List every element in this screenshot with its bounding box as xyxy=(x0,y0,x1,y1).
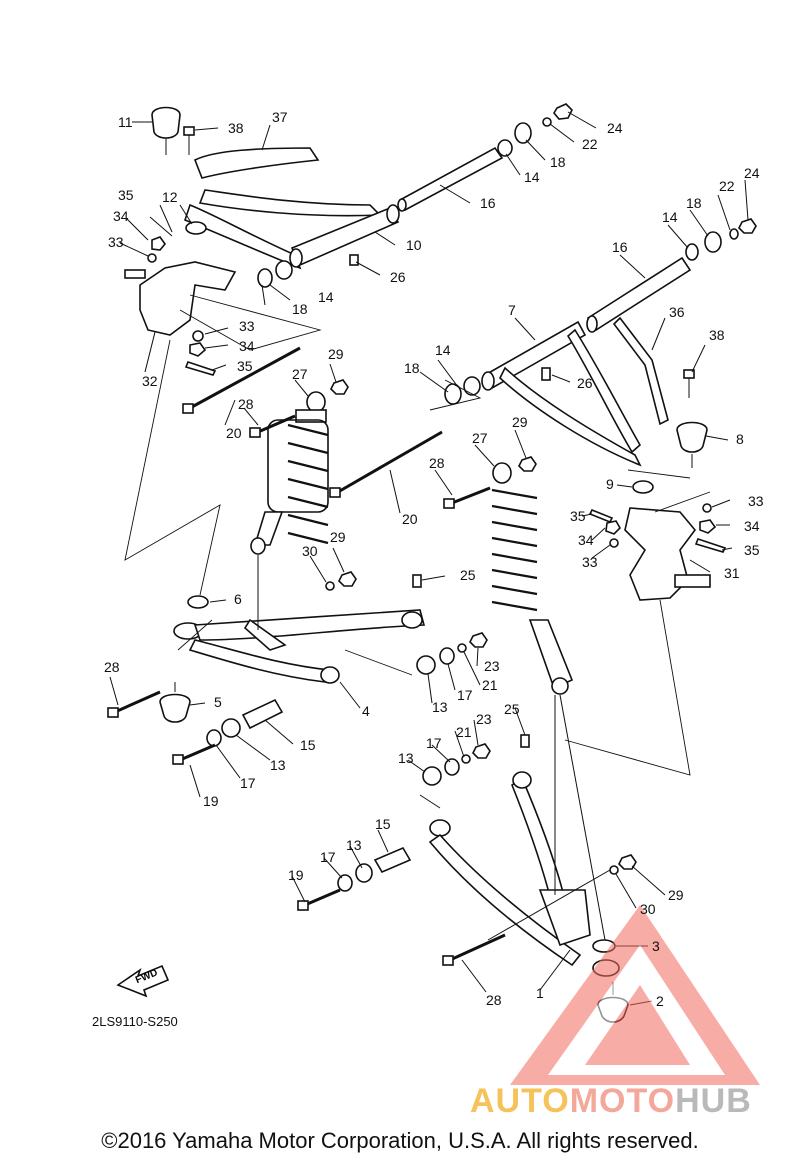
callout-23: 23 xyxy=(476,711,492,727)
callout-2: 2 xyxy=(656,993,664,1009)
fwd-arrow: FWD xyxy=(116,964,170,998)
callout-14: 14 xyxy=(662,209,678,225)
callout-28: 28 xyxy=(104,659,120,675)
callout-32: 32 xyxy=(142,373,158,389)
callout-18: 18 xyxy=(292,301,308,317)
callout-26: 26 xyxy=(390,269,406,285)
callout-34: 34 xyxy=(578,532,594,548)
watermark-moto: MOTO xyxy=(569,1082,676,1120)
callout-18: 18 xyxy=(404,360,420,376)
callout-7: 7 xyxy=(508,302,516,318)
callout-17: 17 xyxy=(457,687,473,703)
callout-24: 24 xyxy=(744,165,760,181)
callout-18: 18 xyxy=(686,195,702,211)
callout-20: 20 xyxy=(226,425,242,441)
callout-36: 36 xyxy=(669,304,685,320)
callout-34: 34 xyxy=(113,208,129,224)
callout-35: 35 xyxy=(744,542,760,558)
callout-35: 35 xyxy=(237,358,253,374)
copyright-notice: ©2016 Yamaha Motor Corporation, U.S.A. A… xyxy=(101,1128,699,1153)
long-bolts xyxy=(182,346,491,509)
callout-24: 24 xyxy=(607,120,623,136)
callout-33: 33 xyxy=(748,493,764,509)
callout-10: 10 xyxy=(406,237,422,253)
callout-33: 33 xyxy=(108,234,124,250)
callout-5: 5 xyxy=(214,694,222,710)
callout-28: 28 xyxy=(238,396,254,412)
callout-29: 29 xyxy=(330,529,346,545)
callout-28: 28 xyxy=(486,992,502,1008)
callout-3: 3 xyxy=(652,938,660,954)
callout-17: 17 xyxy=(426,735,442,751)
shock-absorber-right xyxy=(491,456,574,695)
callout-17: 17 xyxy=(320,849,336,865)
callout-19: 19 xyxy=(203,793,219,809)
callout-15: 15 xyxy=(375,816,391,832)
callout-29: 29 xyxy=(328,346,344,362)
callout-13: 13 xyxy=(432,699,448,715)
upper-arm-left xyxy=(124,103,573,376)
reference-lines xyxy=(124,294,711,809)
callout-35: 35 xyxy=(118,187,134,203)
watermark-auto: AUTO xyxy=(470,1082,570,1120)
callout-34: 34 xyxy=(239,338,255,354)
callout-18: 18 xyxy=(550,154,566,170)
callout-30: 30 xyxy=(640,901,656,917)
callout-33: 33 xyxy=(582,554,598,570)
callout-27: 27 xyxy=(292,366,308,382)
callout-12: 12 xyxy=(162,189,178,205)
watermark-text: AUTOMOTOHUB xyxy=(470,1082,752,1121)
callout-11: 11 xyxy=(118,114,133,130)
callout-21: 21 xyxy=(456,724,472,740)
callout-34: 34 xyxy=(744,518,760,534)
watermark-hub: HUB xyxy=(675,1082,752,1120)
callout-37: 37 xyxy=(272,109,288,125)
callout-13: 13 xyxy=(270,757,286,773)
callout-4: 4 xyxy=(362,703,370,719)
callout-35: 35 xyxy=(570,508,586,524)
callout-15: 15 xyxy=(300,737,316,753)
callout-16: 16 xyxy=(612,239,628,255)
lower-arm-right xyxy=(297,734,637,1023)
callout-16: 16 xyxy=(480,195,496,211)
shock-absorber-left xyxy=(250,379,357,591)
callout-27: 27 xyxy=(472,430,488,446)
callout-22: 22 xyxy=(582,136,598,152)
callout-6: 6 xyxy=(234,591,242,607)
callout-38: 38 xyxy=(709,327,725,343)
callout-17: 17 xyxy=(240,775,256,791)
callout-28: 28 xyxy=(429,455,445,471)
callout-8: 8 xyxy=(736,431,744,447)
callout-25: 25 xyxy=(460,567,476,583)
callout-1: 1 xyxy=(536,985,544,1001)
callout-22: 22 xyxy=(719,178,735,194)
diagram-code: 2LS9110-S250 xyxy=(92,1014,178,1029)
callout-30: 30 xyxy=(302,543,318,559)
callout-14: 14 xyxy=(318,289,334,305)
callout-14: 14 xyxy=(524,169,540,185)
callout-9: 9 xyxy=(606,476,614,492)
callout-29: 29 xyxy=(668,887,684,903)
callout-13: 13 xyxy=(398,750,414,766)
upper-arm-right xyxy=(444,218,757,601)
callout-23: 23 xyxy=(484,658,500,674)
callout-14: 14 xyxy=(435,342,451,358)
callout-38: 38 xyxy=(228,120,244,136)
callout-31: 31 xyxy=(724,565,740,581)
callout-21: 21 xyxy=(482,677,498,693)
callout-13: 13 xyxy=(346,837,362,853)
callout-20: 20 xyxy=(402,511,418,527)
callout-19: 19 xyxy=(288,867,304,883)
leader-lines xyxy=(109,111,749,1006)
callout-25: 25 xyxy=(504,701,520,717)
callout-29: 29 xyxy=(512,414,528,430)
callout-26: 26 xyxy=(577,375,593,391)
watermark-logo xyxy=(510,905,760,1085)
callout-33: 33 xyxy=(239,318,255,334)
